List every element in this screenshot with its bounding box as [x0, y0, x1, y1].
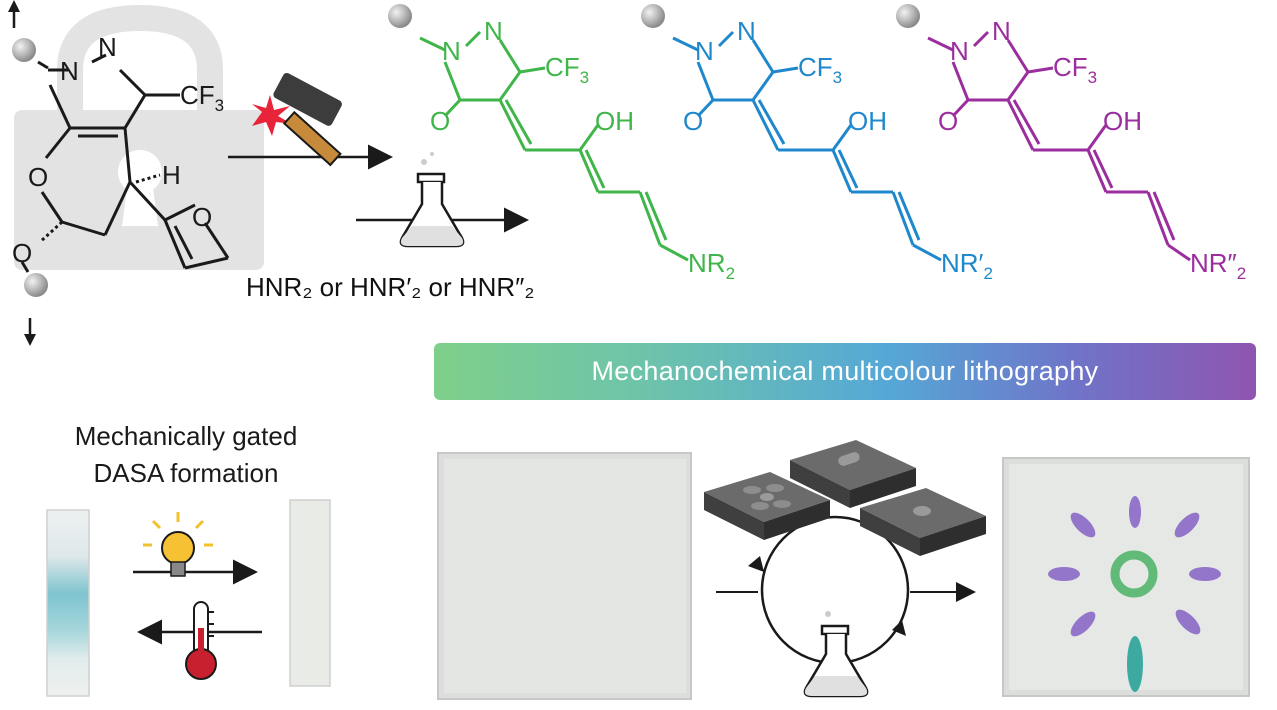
atom-o-ether: O [12, 238, 32, 268]
flask-icon-cycle [803, 611, 869, 698]
svg-text:N: N [992, 16, 1011, 46]
stamp-bar [790, 440, 916, 508]
film-strip-faded [289, 499, 331, 687]
svg-text:N: N [695, 36, 714, 66]
banner-text: Mechanochemical multicolour lithography [591, 356, 1099, 386]
thermometer-icon [185, 601, 217, 680]
svg-text:N: N [737, 16, 756, 46]
svg-text:CF3: CF3 [798, 52, 842, 87]
svg-text:CF3: CF3 [1053, 52, 1097, 87]
starting-molecule-atoms: N N CF3 O H O O [12, 32, 224, 268]
cycle-arrowhead-left [748, 556, 764, 572]
dasa-product-purple: N N O CF3 OH NR″2 [896, 4, 1246, 283]
atom-o-ring: O [28, 162, 48, 192]
caption-line-1: Mechanically gated [74, 421, 298, 451]
force-arrows [8, 0, 36, 346]
flask-icon [399, 152, 465, 248]
dasa-product-blue: N N O CF3 OH NR′2 [641, 4, 993, 283]
svg-text:NR′2: NR′2 [941, 248, 993, 283]
polymer-anchor-top [12, 38, 36, 62]
atom-n1: N [60, 56, 79, 86]
svg-text:OH: OH [595, 106, 634, 136]
stamp-dot [860, 488, 986, 556]
polymer-anchor-bottom [24, 273, 48, 297]
svg-text:OH: OH [848, 106, 887, 136]
caption-line-2: DASA formation [93, 458, 279, 488]
svg-text:OH: OH [1103, 106, 1142, 136]
svg-text:O: O [683, 106, 703, 136]
svg-text:N: N [484, 16, 503, 46]
starting-molecule [20, 53, 230, 273]
svg-text:O: O [430, 106, 450, 136]
svg-text:CF3: CF3 [545, 52, 589, 87]
cf3-label: CF3 [180, 80, 224, 115]
stamp-flower [704, 472, 830, 540]
atom-n2: N [98, 32, 117, 62]
svg-text:N: N [442, 36, 461, 66]
gating-caption: Mechanically gated DASA formation [28, 418, 344, 492]
patterned-film [1002, 457, 1250, 697]
atom-o-furan: O [192, 202, 212, 232]
lithography-banner: Mechanochemical multicolour lithography [434, 343, 1256, 400]
light-bulb-icon [143, 512, 213, 577]
reagent-label: HNR₂ or HNR′₂ or HNR″₂ [246, 272, 535, 302]
atom-h: H [162, 160, 181, 190]
hammer-icon [252, 72, 342, 167]
blank-film [437, 452, 692, 700]
film-strip-colored [46, 509, 90, 697]
svg-text:O: O [938, 106, 958, 136]
cycle-arrowhead-right [892, 620, 906, 636]
svg-text:N: N [950, 36, 969, 66]
dasa-product-green: N N O CF3 OH NR2 [388, 4, 735, 283]
svg-text:NR″2: NR″2 [1190, 248, 1246, 283]
svg-text:NR2: NR2 [688, 248, 735, 283]
